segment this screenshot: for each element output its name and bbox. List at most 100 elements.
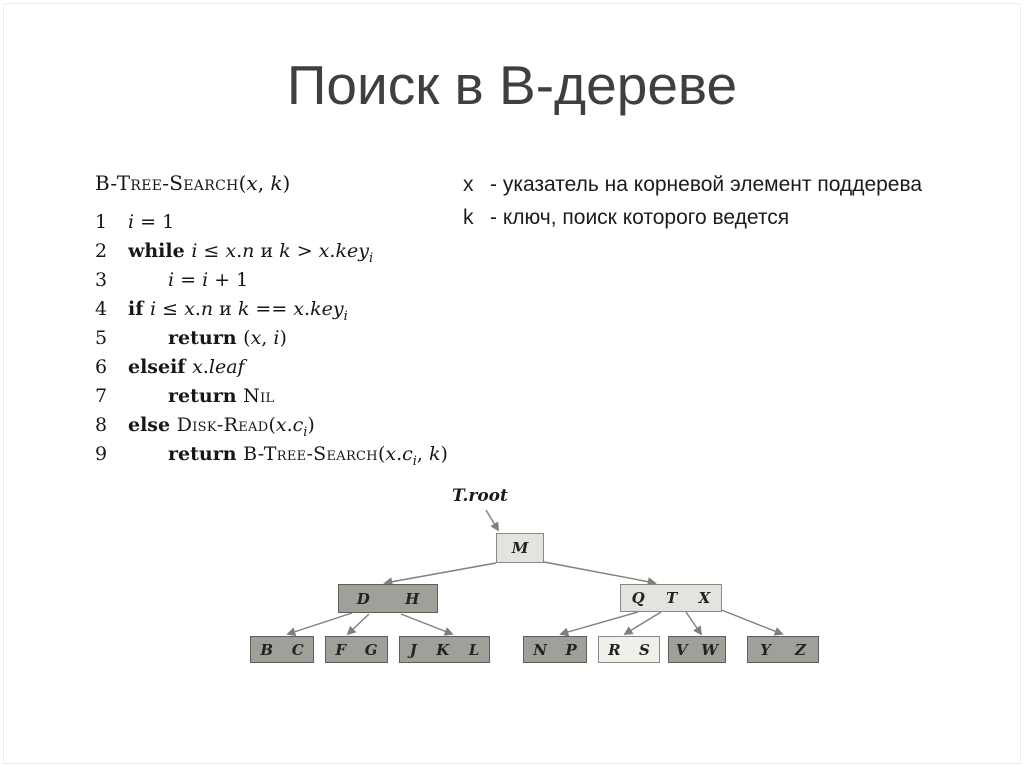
- code-segment: i: [128, 211, 135, 233]
- node-key: Y: [760, 640, 771, 659]
- code-segment: (: [243, 327, 251, 349]
- line-code: while i ≤ x.n и k > x.keyi: [128, 237, 373, 266]
- pseudocode-line: 3 i = i + 1: [95, 266, 448, 295]
- code-segment: x: [250, 327, 262, 349]
- line-code: return B-Tree-Search(x.ci, k): [128, 440, 448, 469]
- legend-row-k: k - ключ, поиск которого ведется: [463, 201, 922, 234]
- code-segment: k: [279, 240, 291, 262]
- code-segment: i: [191, 240, 198, 262]
- code-segment: leaf: [208, 356, 245, 378]
- code-segment: B-Tree-Search: [243, 443, 378, 465]
- code-segment: k: [237, 298, 250, 320]
- code-segment: x: [192, 356, 203, 378]
- code-segment: i: [168, 269, 175, 291]
- legend-definition-k: - ключ, поиск которого ведется: [490, 206, 790, 229]
- code-segment: =: [174, 269, 203, 291]
- node-key: W: [701, 640, 719, 659]
- code-segment: x: [246, 171, 258, 195]
- code-segment: return: [168, 443, 244, 465]
- code-segment: c: [292, 414, 304, 436]
- line-code: else Disk-Read(x.ci): [128, 411, 315, 440]
- node-key: N: [533, 640, 547, 659]
- code-segment: key: [310, 298, 344, 320]
- arrow-dh-to-jkl: [400, 613, 454, 636]
- line-number: 1: [95, 211, 108, 233]
- code-segment: i: [273, 327, 280, 349]
- code-segment: ,: [257, 171, 271, 195]
- arrow-qtx-to-vw: [685, 611, 703, 636]
- code-segment: = 1: [134, 211, 175, 233]
- line-number: 3: [95, 269, 108, 291]
- code-segment: (: [377, 443, 386, 465]
- code-segment: i: [368, 250, 374, 266]
- line-code: elseif x.leaf: [128, 353, 245, 382]
- code-segment: key: [335, 240, 369, 262]
- code-segment: else: [128, 414, 177, 436]
- code-segment: .: [236, 240, 243, 262]
- code-segment: + 1: [208, 269, 249, 291]
- line-code: i = 1: [128, 208, 174, 237]
- code-segment: >: [290, 240, 319, 262]
- line-code: i = i + 1: [128, 266, 248, 295]
- code-segment: .: [304, 298, 311, 320]
- code-segment: while: [128, 240, 192, 262]
- arrow-qtx-to-rs: [623, 611, 662, 635]
- code-segment: i: [202, 269, 209, 291]
- node-key: H: [405, 589, 420, 608]
- arrow-qtx-to-np: [559, 611, 639, 637]
- node-key: J: [409, 640, 417, 659]
- pseudocode-header: B-Tree-Search(x, k): [95, 168, 448, 198]
- node-key: T: [666, 589, 678, 607]
- node-key: K: [436, 640, 450, 659]
- node-key: B: [260, 640, 274, 659]
- code-segment: x: [318, 240, 330, 262]
- legend-term-x: x: [463, 173, 474, 196]
- line-code: return Nil: [128, 382, 274, 411]
- code-segment: ): [440, 443, 448, 465]
- node-key: R: [608, 640, 621, 659]
- line-number: 7: [95, 385, 108, 407]
- node-key: X: [698, 589, 711, 607]
- node-key: Z: [794, 640, 806, 659]
- code-segment: ≤: [197, 240, 226, 262]
- code-segment: и: [213, 298, 238, 320]
- pseudocode-line: 7 return Nil: [95, 382, 448, 411]
- code-segment: ): [307, 414, 315, 436]
- code-segment: .: [329, 240, 336, 262]
- node-key: F: [335, 640, 347, 659]
- node-key: Q: [631, 589, 645, 607]
- code-segment: ): [279, 327, 287, 349]
- code-segment: c: [402, 443, 413, 465]
- code-segment: ≤: [156, 298, 185, 320]
- code-segment: (: [238, 171, 247, 195]
- node-key: V: [675, 640, 688, 659]
- node-key: L: [468, 640, 480, 659]
- troot-label: T.root: [452, 486, 508, 506]
- tree-arrows: [286, 509, 784, 637]
- code-segment: .: [194, 298, 201, 320]
- code-segment: i: [303, 424, 308, 440]
- code-segment: B-Tree-Search: [95, 171, 239, 195]
- code-segment: (: [268, 414, 276, 436]
- code-segment: .: [286, 414, 293, 436]
- code-segment: .: [396, 443, 403, 465]
- arrow-dh-to-bc: [286, 612, 353, 637]
- legend-definition-x: - указатель на корневой элемент поддерев…: [490, 173, 923, 196]
- code-segment: n: [242, 240, 255, 262]
- line-number: 2: [95, 240, 108, 262]
- arrow-dh-to-fg: [346, 613, 370, 636]
- code-segment: x: [275, 414, 287, 436]
- arrow-m-to-dh: [383, 562, 497, 587]
